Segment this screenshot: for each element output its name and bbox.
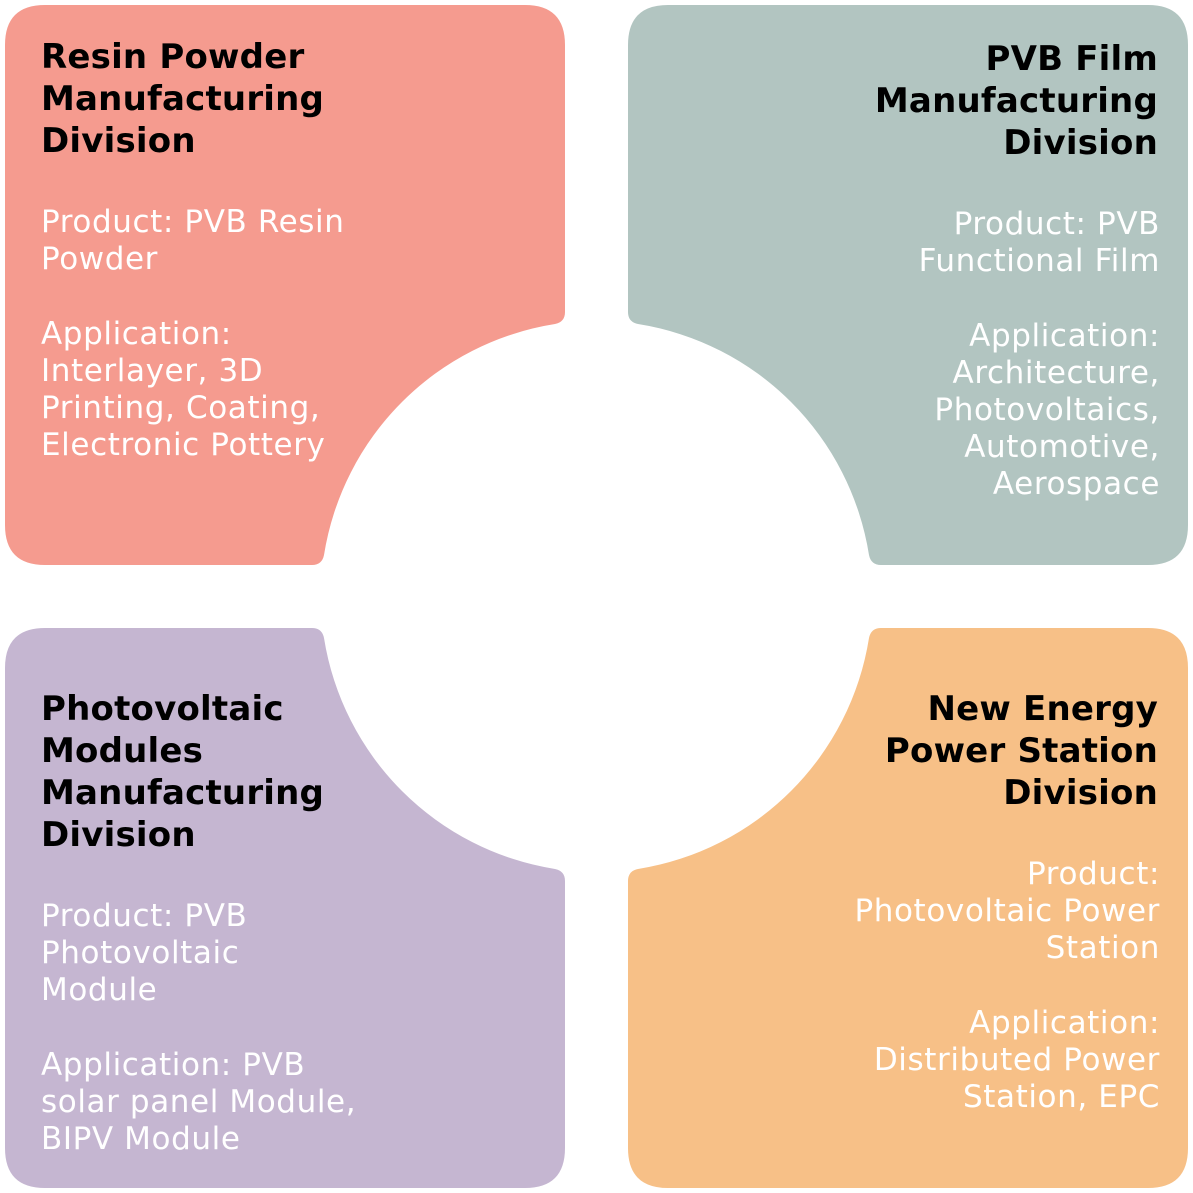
product-line: Product: PVB [41, 898, 248, 934]
title-line: Manufacturing [41, 773, 325, 813]
modules-division-application: Application: PVB solar panel Module, BIP… [41, 1047, 461, 1158]
application-line: Printing, Coating, [41, 390, 321, 426]
application-line: Automotive, [964, 429, 1160, 465]
title-line: Manufacturing [874, 81, 1158, 121]
energy-division-application: Application: Distributed Power Station, … [740, 1005, 1160, 1116]
film-division-product: Product: PVB Functional Film [740, 206, 1160, 280]
modules-division-panel [5, 628, 565, 1188]
application-line: Aerospace [992, 466, 1160, 502]
title-line: Division [1003, 773, 1158, 813]
product-line: Powder [41, 241, 159, 277]
application-line: Interlayer, 3D [41, 353, 264, 389]
application-line: Application: [969, 318, 1160, 354]
resin-division-product: Product: PVB Resin Powder [41, 204, 441, 278]
application-line: Architecture, [952, 355, 1160, 391]
modules-division-product: Product: PVB Photovoltaic Module [41, 898, 461, 1009]
film-division-text: PVB Film Manufacturing Division Product:… [740, 38, 1160, 503]
title-line: Division [41, 815, 196, 855]
application-line: BIPV Module [41, 1121, 241, 1157]
modules-division-text: Photovoltaic Modules Manufacturing Divis… [41, 688, 461, 1158]
title-line: Division [41, 121, 196, 161]
application-line: solar panel Module, [41, 1084, 357, 1120]
film-division-panel [628, 5, 1188, 565]
modules-division-title: Photovoltaic Modules Manufacturing Divis… [41, 688, 461, 856]
resin-division-panel [5, 5, 565, 565]
product-line: Product: [1027, 856, 1160, 892]
energy-division-panel [628, 628, 1188, 1188]
resin-division-title: Resin Powder Manufacturing Division [41, 36, 441, 162]
application-line: Application: [41, 316, 232, 352]
title-line: Manufacturing [41, 79, 325, 119]
product-line: Product: PVB [953, 206, 1160, 242]
product-line: Functional Film [918, 243, 1160, 279]
product-line: Station [1045, 930, 1160, 966]
product-line: Product: PVB Resin [41, 204, 345, 240]
film-division-title: PVB Film Manufacturing Division [740, 38, 1160, 164]
resin-division-text: Resin Powder Manufacturing Division Prod… [41, 36, 441, 464]
product-line: Photovoltaic Power [854, 893, 1160, 929]
application-line: Electronic Pottery [41, 427, 326, 463]
energy-division-title: New Energy Power Station Division [740, 688, 1160, 814]
title-line: Modules [41, 731, 204, 771]
title-line: PVB Film [985, 39, 1158, 79]
title-line: Resin Powder [41, 37, 305, 77]
title-line: New Energy [927, 689, 1158, 729]
energy-division-text: New Energy Power Station Division Produc… [740, 688, 1160, 1116]
title-line: Power Station [884, 731, 1158, 771]
energy-division-product: Product: Photovoltaic Power Station [740, 856, 1160, 967]
title-line: Photovoltaic [41, 689, 284, 729]
application-line: Application: PVB [41, 1047, 306, 1083]
film-division-application: Application: Architecture, Photovoltaics… [740, 318, 1160, 503]
product-line: Module [41, 972, 158, 1008]
application-line: Station, EPC [962, 1079, 1160, 1115]
title-line: Division [1003, 123, 1158, 163]
application-line: Application: [969, 1005, 1160, 1041]
product-line: Photovoltaic [41, 935, 240, 971]
resin-division-application: Application: Interlayer, 3D Printing, Co… [41, 316, 441, 464]
application-line: Photovoltaics, [934, 392, 1160, 428]
application-line: Distributed Power [873, 1042, 1160, 1078]
